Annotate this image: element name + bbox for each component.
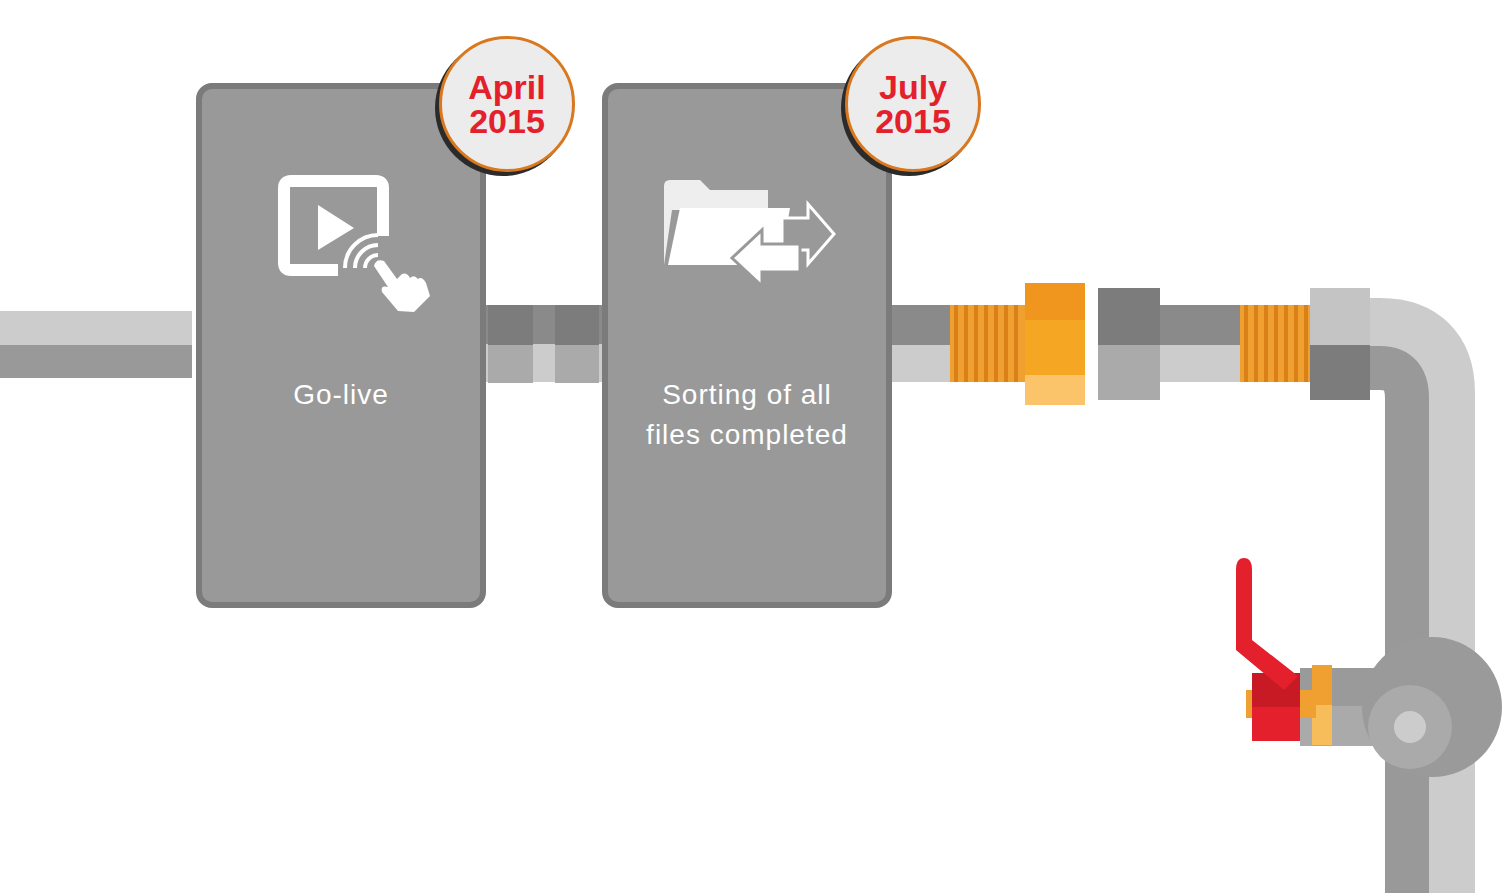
thread-stripe [984, 305, 988, 382]
pipe-top [486, 305, 602, 345]
coupling-bottom [1098, 345, 1160, 400]
nut-face [1025, 283, 1085, 320]
thread-stripe [1254, 305, 1258, 382]
thread-stripe [954, 305, 958, 382]
thread-stripe [964, 305, 968, 382]
coupling [1310, 288, 1370, 400]
pipe-bottom [890, 345, 960, 382]
coupling-bottom [1310, 345, 1370, 400]
thread-stripe [1244, 305, 1248, 382]
pipe-top [890, 305, 960, 345]
thread-stripe [994, 305, 998, 382]
outlet-pipe [890, 305, 1430, 893]
tee-dot [1394, 711, 1426, 743]
step-label: Sorting of all files completed [642, 375, 852, 455]
nut-body [1025, 283, 1085, 405]
date-badge: July 2015 [845, 36, 981, 172]
elbow-outer [1330, 343, 1430, 893]
arrow-left [732, 230, 800, 286]
elbow-inner [1330, 368, 1407, 893]
tee-junction [1362, 637, 1502, 777]
couplings [488, 305, 599, 383]
nut-face [1025, 375, 1085, 405]
valve [1236, 558, 1502, 777]
process-box: April 2015Go-live [196, 83, 486, 608]
pipe-bottom [486, 344, 602, 382]
thread-fitting [950, 305, 1025, 382]
pipe-bottom [1150, 345, 1250, 382]
thread-stripe [1274, 305, 1278, 382]
screen-outline [284, 181, 383, 270]
process-box: July 2015Sorting of all files completed [602, 83, 892, 608]
date-badge: April 2015 [439, 36, 575, 172]
pipe-bottom [0, 345, 192, 378]
thread-body [950, 305, 1025, 382]
coupling-top [488, 305, 533, 345]
valve-handle [1236, 558, 1298, 690]
coupling-bottom [555, 345, 599, 383]
thread-stripe [1004, 305, 1008, 382]
thread-stripe [1284, 305, 1288, 382]
thread-fitting [1240, 305, 1312, 382]
thread-stripe [1294, 305, 1298, 382]
coupling-top [1098, 288, 1160, 345]
inlet-pipe [0, 311, 192, 378]
coupling-top [555, 305, 599, 345]
coupling-top [1310, 288, 1370, 345]
coupling-bottom [488, 345, 533, 383]
tee-cap [1368, 685, 1452, 769]
thread-stripe [1304, 305, 1308, 382]
files-icon [602, 83, 892, 608]
play-triangle [318, 205, 354, 250]
pipe-top [1150, 305, 1250, 345]
step-label: Go-live [236, 375, 446, 415]
pipe-top [0, 311, 192, 346]
date-label: April 2015 [457, 70, 557, 138]
hex-nut [1025, 283, 1085, 405]
go-live-icon [196, 83, 486, 608]
hand [374, 260, 430, 312]
date-label: July 2015 [863, 70, 963, 138]
coupling [1098, 288, 1160, 400]
thread-body [1240, 305, 1312, 382]
signal-arcs [345, 235, 378, 268]
thread-stripe [974, 305, 978, 382]
thread-stripe [1264, 305, 1268, 382]
thread-stripe [1014, 305, 1018, 382]
